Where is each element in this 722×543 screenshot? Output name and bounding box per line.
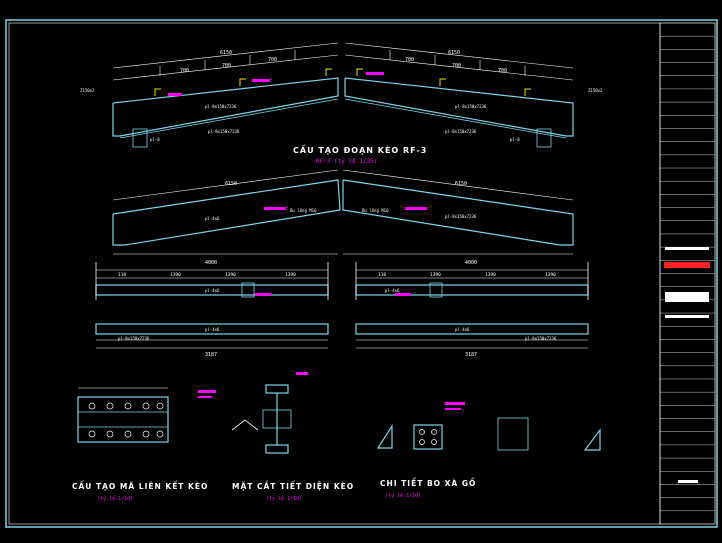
bar-right-2: 1390 <box>485 272 496 278</box>
bar-right-3: 1390 <box>545 272 556 278</box>
main-title: CẤU TẠO ĐOẠN KÈO RF-3 <box>293 143 427 155</box>
title-end-plate: CẤU TẠO MÃ LIÊN KẾT KÈO <box>72 481 208 491</box>
rafter-elevation-middle: 6150 6150 Bu lông M16 Bu lông M16 pl-4x6… <box>112 169 574 255</box>
purlin-cleat-detail <box>376 402 601 451</box>
bar-total-left: 4000 <box>205 260 217 266</box>
label-flange-right: pl-8x150x7236 <box>445 129 477 134</box>
subtitle-section: (tỷ lệ 1/10) <box>266 495 302 502</box>
label-web-right: pl-8x150x7236 <box>455 104 487 109</box>
web-note-right: pl-8x150x7236 <box>445 214 477 219</box>
inner-border <box>8 22 661 525</box>
bottom-web-left: pl-4x6 <box>205 327 220 332</box>
end-plate-detail <box>77 387 216 443</box>
bottom-flange-right: pl-8x150x7236 <box>525 336 557 341</box>
title-section: MẶT CẮT TIẾT DIỆN KÈO <box>232 481 354 491</box>
subtitle-purlin: (tỷ lệ 1/10) <box>385 492 421 499</box>
label-purlin-right: Z150x2 <box>588 88 603 93</box>
span-mid-right: 6150 <box>455 181 467 187</box>
label-plate-right: pl-8 <box>510 137 520 142</box>
web-note-left: pl-4x6 <box>205 216 220 221</box>
bar-left-3: 1390 <box>285 272 296 278</box>
dim-top-right-3: 700 <box>498 68 507 74</box>
bottom-web-right: pl-4x6 <box>455 327 470 332</box>
bar-left-0: 110 <box>118 272 126 278</box>
main-subtitle: RF-3 (tỷ lệ 1/25) <box>316 158 377 165</box>
bar-right-1: 1390 <box>430 272 441 278</box>
flange-total-right: 3187 <box>465 352 477 358</box>
bar-left-1: 1390 <box>170 272 181 278</box>
title-purlin: CHI TIẾT BO XÀ GỒ <box>380 478 476 488</box>
subtitle-end-plate: (tỷ lệ 1/10) <box>97 495 133 502</box>
bar-right-0: 110 <box>378 272 386 278</box>
label-plate-left: pl-8 <box>150 137 160 142</box>
section-detail <box>231 372 308 454</box>
bottom-flange-left: pl-8x150x7236 <box>118 336 150 341</box>
bolt-note-left: Bu lông M16 <box>290 208 317 213</box>
span-mid-left: 6150 <box>225 181 237 187</box>
dim-top-left-2: 700 <box>222 63 231 69</box>
label-purlin-left: Z150x2 <box>80 88 95 93</box>
bolt-note-right: Bu lông M16 <box>362 208 389 213</box>
rafter-elevation-top: 700 700 700 700 700 700 6150 6150 pl-8x1… <box>80 42 603 148</box>
span-top-right: 6150 <box>448 50 460 56</box>
flange-total-left: 3187 <box>205 352 217 358</box>
outer-border <box>5 19 718 528</box>
label-web-left: pl-8x150x7236 <box>205 104 237 109</box>
bar-left-2: 1390 <box>225 272 236 278</box>
title-block <box>659 22 716 525</box>
flange-plan-bottom: pl-4x6 pl-4x6 pl-8x150x7236 pl-8x150x723… <box>95 323 589 358</box>
dim-top-right-2: 700 <box>452 63 461 69</box>
bar-web-left: pl-4x6 <box>205 288 220 293</box>
flange-plan-top: 4000 4000 110 1390 1390 1390 110 1390 13… <box>95 260 589 300</box>
span-top-left: 6150 <box>220 50 232 56</box>
label-flange-left: pl-8x150x7236 <box>208 129 240 134</box>
bar-web-right: pl-4x6 <box>385 288 400 293</box>
dim-top-left-3: 700 <box>268 57 277 63</box>
dim-top-left-1: 700 <box>180 68 189 74</box>
bar-total-right: 4000 <box>465 260 477 266</box>
dim-top-right-1: 700 <box>405 57 414 63</box>
